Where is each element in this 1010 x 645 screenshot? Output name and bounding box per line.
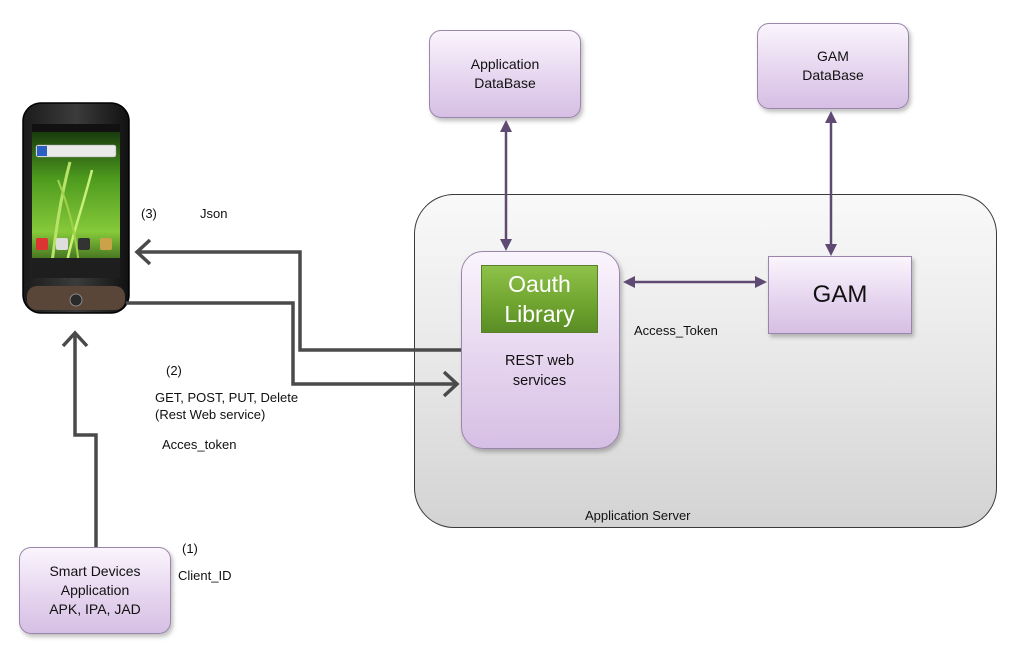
- arrowhead-left: [134, 238, 152, 266]
- gam-database-box: GAM DataBase: [757, 23, 909, 109]
- gam-box: GAM: [768, 256, 912, 334]
- gray-connectors: [61, 238, 461, 547]
- arrowhead-right: [442, 370, 460, 398]
- oauth-library-box: Oauth Library: [481, 265, 598, 333]
- step-1-label: (1): [182, 541, 198, 556]
- smart-devices-application-box: Smart Devices Application APK, IPA, JAD: [19, 547, 171, 634]
- arrow-phone-to-rest: [126, 301, 456, 386]
- application-database-box: Application DataBase: [429, 30, 581, 118]
- application-server-label: Application Server: [585, 508, 691, 523]
- client-id-label: Client_ID: [178, 568, 232, 583]
- http-methods-label: GET, POST, PUT, Delete (Rest Web service…: [155, 390, 299, 422]
- step-3-label: (3): [141, 206, 157, 221]
- rest-services-label: REST web services: [504, 353, 575, 389]
- purple-connectors: [500, 111, 837, 288]
- arrow-smart-app-to-phone: [73, 334, 98, 547]
- smartphone-icon: [22, 102, 130, 314]
- access-token-label: Access_Token: [634, 323, 718, 338]
- json-label: Json: [200, 206, 228, 221]
- arrowhead-up: [61, 330, 89, 348]
- arrow-rest-to-phone: [138, 250, 461, 352]
- acces-token-label: Acces_token: [162, 437, 237, 452]
- step-2-label: (2): [166, 363, 182, 378]
